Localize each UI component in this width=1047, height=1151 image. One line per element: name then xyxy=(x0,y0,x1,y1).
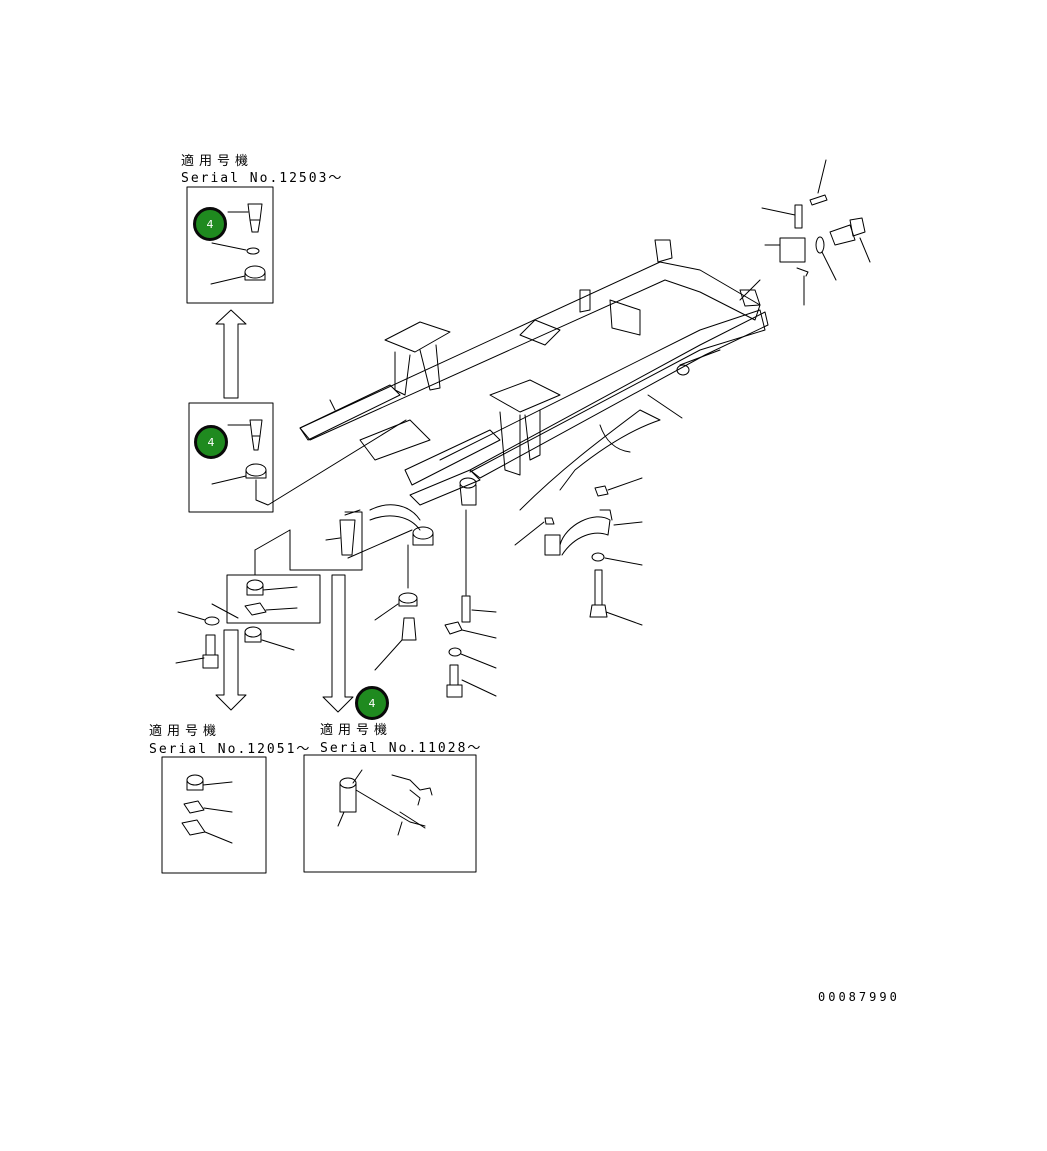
arrow-down-left xyxy=(215,629,247,711)
part-badge-middle: 4 xyxy=(194,425,228,459)
applicable-label-bottom-left: 適用号機 xyxy=(149,724,222,739)
applicable-label-bottom-right: 適用号機 xyxy=(320,723,393,738)
part-badge-bottom: 4 xyxy=(355,686,389,720)
right-middle-hardware xyxy=(514,477,643,626)
left-lower-hardware xyxy=(175,603,295,669)
detail-box-middle xyxy=(226,509,413,624)
serial-label-bottom-right: Serial No.11028～ xyxy=(320,741,483,756)
applicable-label-top: 適用号機 xyxy=(181,154,254,169)
arrow-up xyxy=(215,309,247,399)
center-lower-hardware xyxy=(374,477,497,698)
serial-label-top: Serial No.12503～ xyxy=(181,171,344,186)
detail-box-12051 xyxy=(161,756,267,874)
figure-number: 00087990 xyxy=(818,990,900,1004)
serial-label-bottom-left: Serial No.12051～ xyxy=(149,742,312,757)
main-frame xyxy=(299,239,769,531)
part-badge-top: 4 xyxy=(193,207,227,241)
detail-box-11028 xyxy=(303,754,477,873)
detail-box-12503 xyxy=(186,186,274,304)
arrow-down-right xyxy=(322,574,354,713)
right-top-hardware xyxy=(739,159,871,306)
detail-box-current xyxy=(188,402,407,513)
